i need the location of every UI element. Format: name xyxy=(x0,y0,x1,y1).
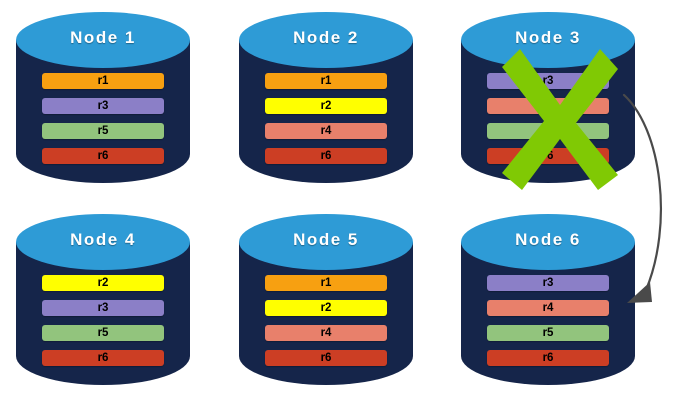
record-r6[interactable]: r6 xyxy=(487,350,609,366)
record-r5[interactable]: r5 xyxy=(487,325,609,341)
node-4[interactable]: Node 4 r2 r3 r5 r6 xyxy=(13,211,193,387)
record-r2[interactable]: r2 xyxy=(265,98,387,114)
record-r6[interactable]: r6 xyxy=(487,148,609,164)
node-5[interactable]: Node 5 r1 r2 r4 r6 xyxy=(236,211,416,387)
record-r3[interactable]: r3 xyxy=(487,73,609,89)
record-r2[interactable]: r2 xyxy=(42,275,164,291)
record-r6[interactable]: r6 xyxy=(265,350,387,366)
record-r4[interactable]: r4 xyxy=(487,300,609,316)
record-r1[interactable]: r1 xyxy=(265,73,387,89)
node-6[interactable]: Node 6 r3 r4 r5 r6 xyxy=(458,211,638,387)
node-5-records: r1 r2 r4 r6 xyxy=(265,275,387,366)
node-1[interactable]: Node 1 r1 r3 r5 r6 xyxy=(13,9,193,185)
node-3-records: r3 r4 r5 r6 xyxy=(487,73,609,164)
record-r5[interactable]: r5 xyxy=(487,123,609,139)
node-2[interactable]: Node 2 r1 r2 r4 r6 xyxy=(236,9,416,185)
record-r6[interactable]: r6 xyxy=(42,350,164,366)
node-3[interactable]: Node 3 r3 r4 r5 r6 xyxy=(458,9,638,190)
record-r4[interactable]: r4 xyxy=(265,325,387,341)
record-r3[interactable]: r3 xyxy=(42,300,164,316)
record-r2[interactable]: r2 xyxy=(265,300,387,316)
record-r5[interactable]: r5 xyxy=(42,123,164,139)
record-r6[interactable]: r6 xyxy=(42,148,164,164)
record-r4[interactable]: r4 xyxy=(265,123,387,139)
node-1-records: r1 r3 r5 r6 xyxy=(42,73,164,164)
record-r5[interactable]: r5 xyxy=(42,325,164,341)
node-6-records: r3 r4 r5 r6 xyxy=(487,275,609,366)
record-r1[interactable]: r1 xyxy=(42,73,164,89)
record-r3[interactable]: r3 xyxy=(487,275,609,291)
record-r6[interactable]: r6 xyxy=(265,148,387,164)
record-r3[interactable]: r3 xyxy=(42,98,164,114)
record-r4[interactable]: r4 xyxy=(487,98,609,114)
node-2-records: r1 r2 r4 r6 xyxy=(265,73,387,164)
record-r1[interactable]: r1 xyxy=(265,275,387,291)
node-4-records: r2 r3 r5 r6 xyxy=(42,275,164,366)
